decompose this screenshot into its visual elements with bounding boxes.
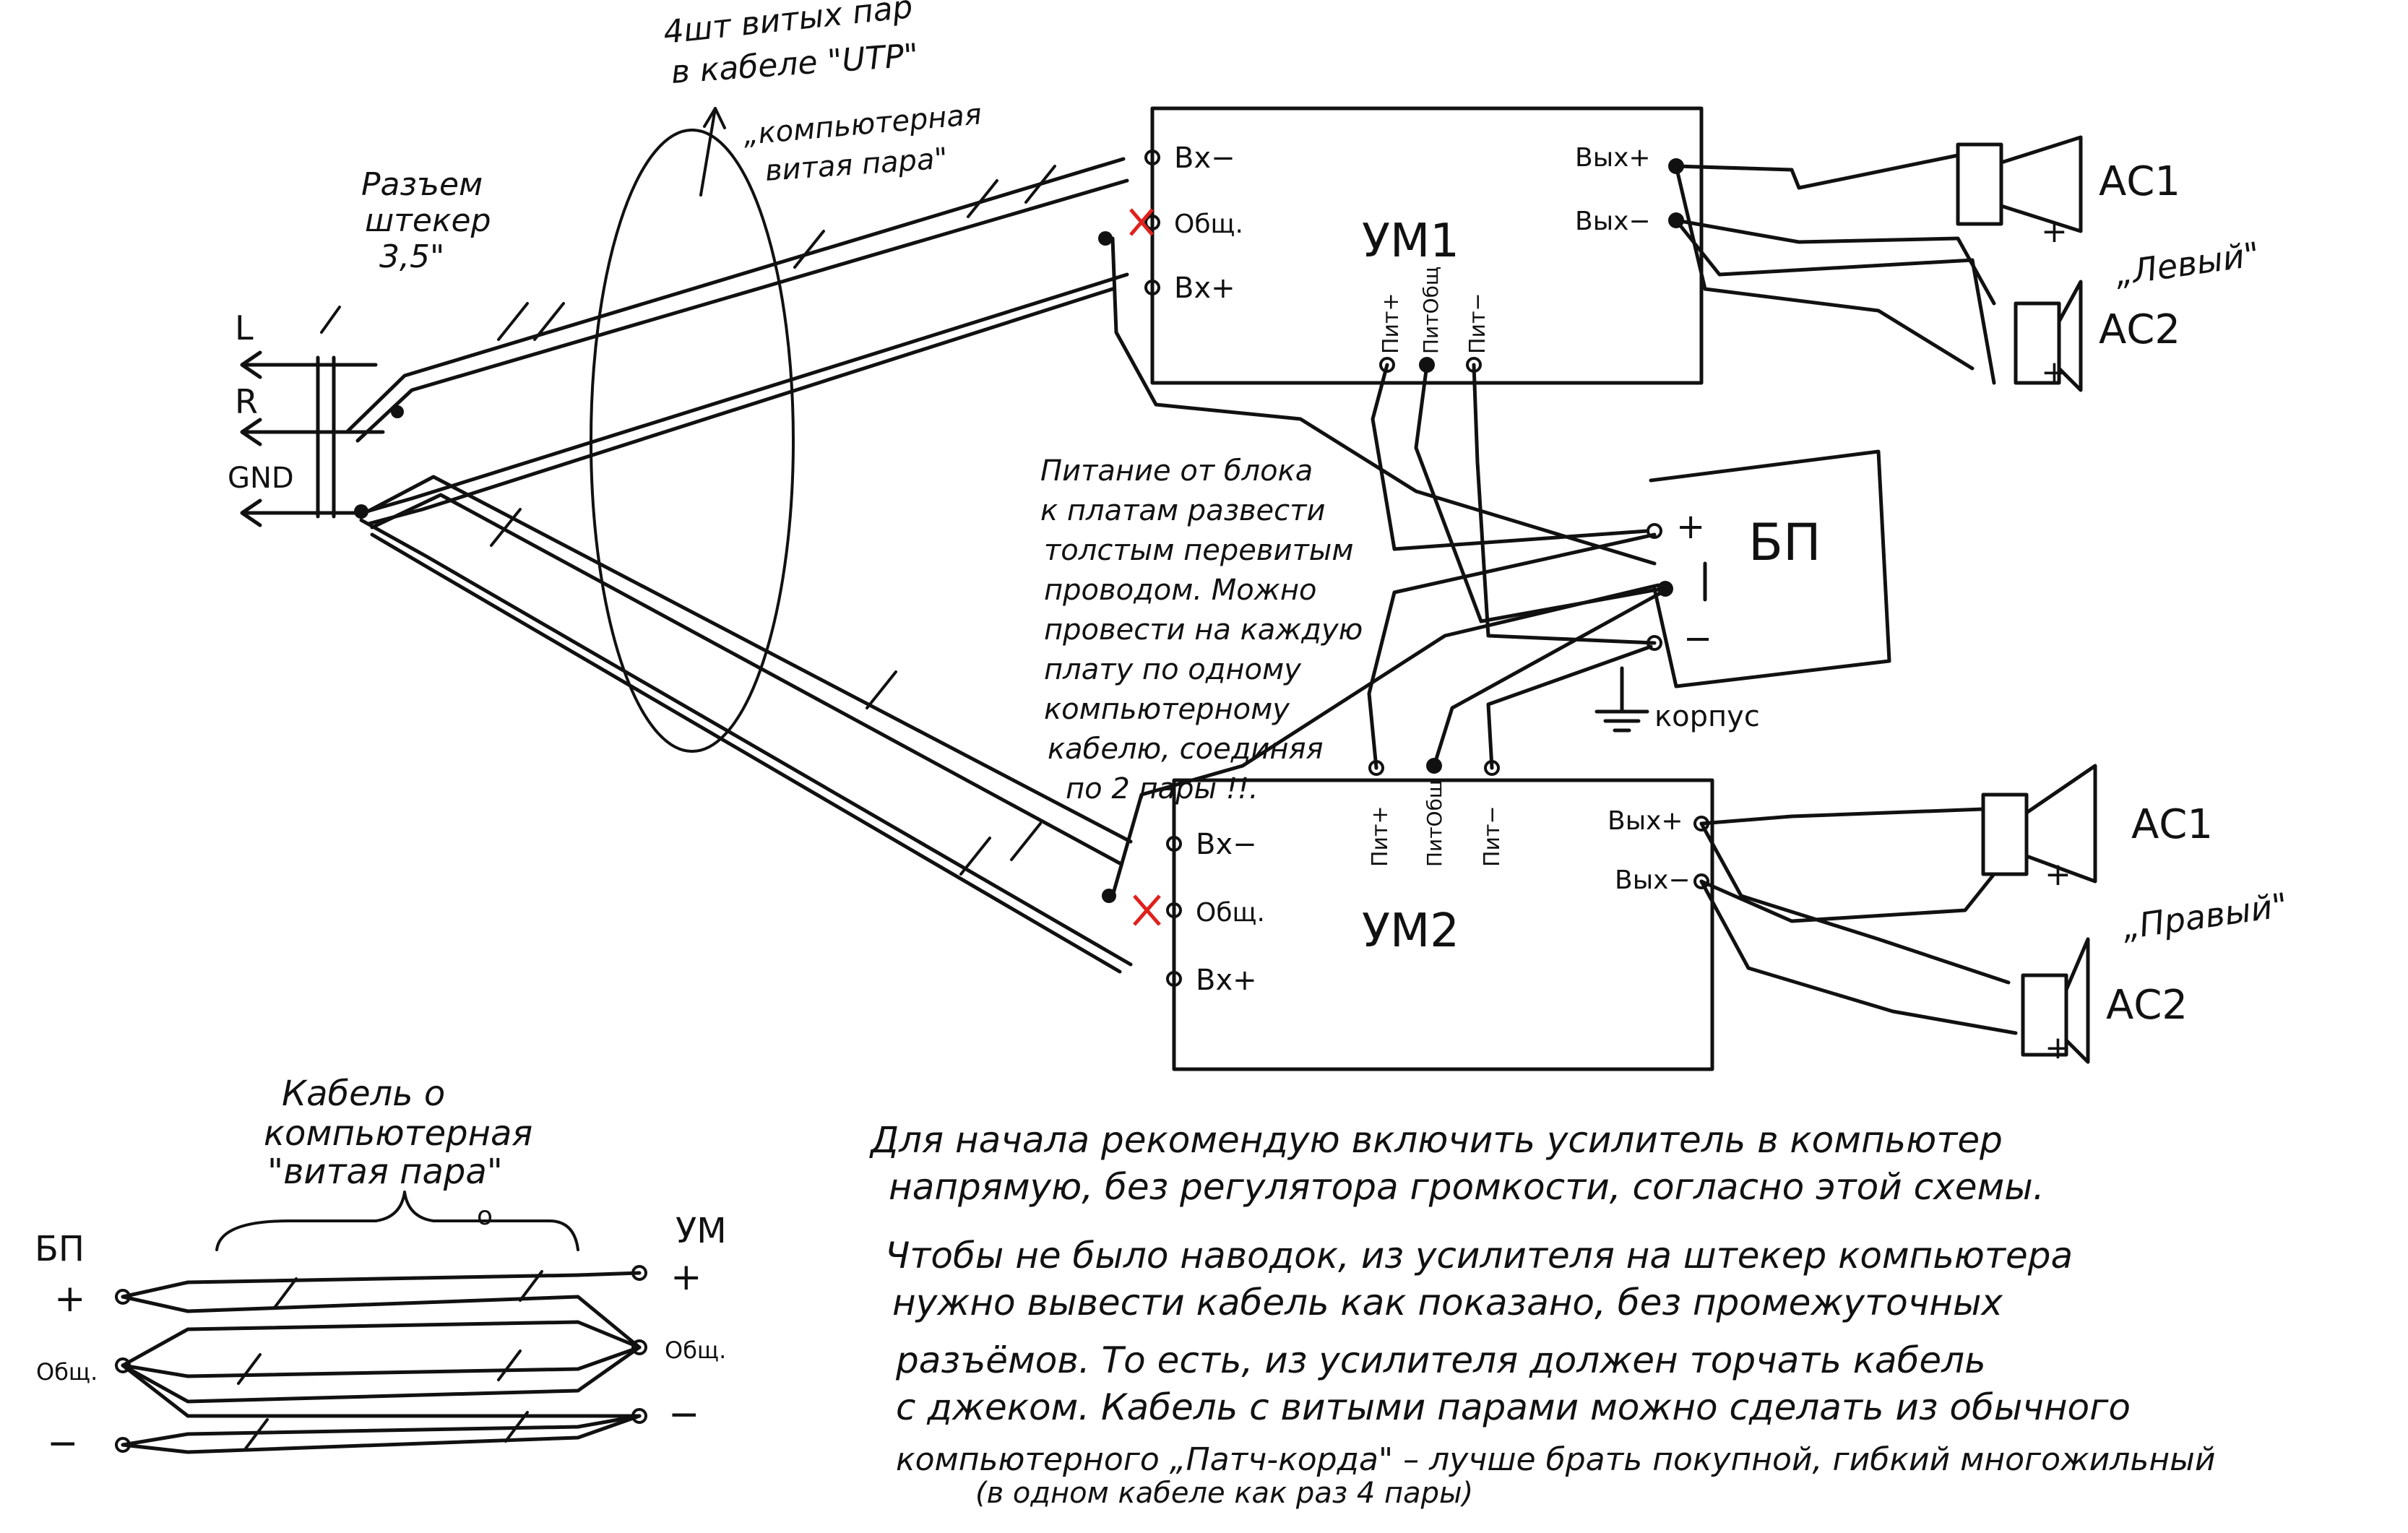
jack-connector: L R GND Разъем штекер 3,5"	[228, 166, 501, 527]
um2-out-plus: Вых+	[1608, 806, 1683, 836]
um2-title: УМ2	[1362, 904, 1459, 958]
power-note-line4: проводом. Можно	[1044, 574, 1316, 607]
legend-title3: "витая пара"	[267, 1152, 503, 1192]
pin-label-l: L	[235, 308, 254, 347]
psu-minus: −	[1683, 618, 1712, 659]
speakers-left: АС1 + АС2 + „Левый"	[1674, 135, 2262, 392]
um1-pwr-plus: Пит+	[1378, 293, 1404, 354]
bottom-note-line7: компьютерного „Патч-корда" – лучше брать…	[896, 1441, 2215, 1478]
um2-in-plus: Вх+	[1196, 964, 1257, 997]
speaker-ac1-right: АС1 +	[1981, 764, 2213, 893]
speaker-ac2-left-label: АС2	[2099, 306, 2180, 353]
twist-marks	[490, 165, 1056, 876]
um1-common: Общ.	[1174, 210, 1243, 239]
legend-head-amp: УМ	[676, 1211, 727, 1251]
power-wires	[1367, 363, 1664, 770]
bottom-note-line8: (в одном кабеле как раз 4 пары)	[975, 1477, 1473, 1510]
um2-pwr-common: ПитОбщ	[1423, 780, 1446, 867]
power-note-line6: плату по одному	[1044, 653, 1302, 686]
psu-title: БП	[1748, 513, 1821, 572]
power-note: Питание от блока к платам развести толст…	[1040, 454, 1363, 806]
power-note-line9: по 2 пары !!.	[1066, 772, 1259, 806]
cable-bundle-ellipse	[590, 129, 795, 753]
legend-right-common: Общ.	[665, 1336, 726, 1364]
um1-in-plus: Вх+	[1174, 272, 1235, 305]
um2-out-minus: Вых−	[1615, 865, 1691, 895]
legend-left-common: Общ.	[36, 1358, 98, 1386]
um1-out-minus: Вых−	[1575, 207, 1651, 236]
speaker-ac1-left: АС1 +	[1956, 135, 2180, 250]
speaker-ac2-right: АС2 +	[2021, 937, 2188, 1066]
legend-right-minus: −	[668, 1393, 700, 1436]
speaker-ac1-right-label: АС1	[2131, 801, 2213, 848]
connector-label: Разъем штекер 3,5"	[361, 166, 501, 275]
um1-pwr-common: ПитОбщ	[1419, 267, 1443, 354]
um1-out-plus: Вых+	[1575, 143, 1651, 173]
bottom-note-line6: с джеком. Кабель с витыми парами можно с…	[896, 1386, 2131, 1428]
legend-title2: компьютерная	[264, 1113, 532, 1154]
bottom-note-line2: напрямую, без регулятора громкости, согл…	[889, 1166, 2045, 1208]
power-note-line8: кабелю, соединяя	[1048, 733, 1324, 766]
cable-legend: Кабель о компьютерная "витая пара" о БП …	[35, 1074, 727, 1465]
legend-brace-mark: о	[477, 1201, 493, 1231]
bottom-note-line5: разъёмов. То есть, из усилителя должен т…	[895, 1339, 1986, 1381]
amplifier-um2: УМ2 Вх− Общ. Вх+ Вых+ Вых− Пит+ ПитОбщ П…	[1102, 758, 1714, 1071]
pin-label-gnd: GND	[228, 462, 294, 495]
legend-head-psu: БП	[35, 1229, 85, 1269]
um2-pwr-plus: Пит+	[1368, 806, 1393, 867]
bottom-note: Для начала рекомендую включить усилитель…	[869, 1119, 2215, 1510]
speaker-ac1-left-plus: +	[2041, 213, 2068, 250]
um1-in-minus: Вх−	[1174, 142, 1235, 175]
speaker-ac2-right-label: АС2	[2106, 982, 2188, 1029]
um1-title: УМ1	[1362, 215, 1459, 268]
bottom-note-line3: Чтобы не было наводок, из усилителя на ш…	[885, 1235, 2073, 1277]
um2-common: Общ.	[1196, 898, 1265, 928]
speaker-ac2-left: АС2 +	[2014, 280, 2180, 392]
power-note-line1: Питание от блока	[1040, 454, 1313, 488]
um2-pwr-minus: Пит−	[1480, 806, 1505, 867]
speaker-ac1-left-label: АС1	[2099, 158, 2180, 205]
legend-left-minus: −	[47, 1422, 79, 1465]
power-note-line3: толстым перевитым	[1044, 534, 1354, 567]
bottom-note-line4: нужно вывести кабель как показано, без п…	[892, 1282, 2003, 1323]
legend-right-plus: +	[670, 1256, 702, 1299]
amplifier-um1: УМ1 Вх− Общ. Вх+ Вых+ Вых− Пит+ ПитОбщ П…	[1098, 106, 1704, 385]
um1-pwr-minus: Пит−	[1465, 293, 1490, 354]
chassis-label: корпус	[1654, 700, 1760, 733]
legend-left-plus: +	[54, 1277, 86, 1321]
twisted-pair-cables	[345, 157, 1660, 974]
legend-title1: Кабель о	[282, 1074, 445, 1114]
psu-plus: +	[1676, 506, 1705, 547]
power-note-line7: компьютерному	[1044, 693, 1290, 726]
bottom-note-line1: Для начала рекомендую включить усилитель…	[869, 1119, 2003, 1161]
speaker-ac2-left-plus: +	[2041, 354, 2068, 391]
speaker-ac2-right-plus: +	[2045, 1029, 2071, 1066]
pin-label-r: R	[235, 382, 258, 421]
speaker-ac1-right-plus: +	[2045, 856, 2071, 893]
power-note-line2: к платам развести	[1040, 494, 1325, 527]
power-note-line5: провести на каждую	[1044, 613, 1363, 647]
um2-in-minus: Вх−	[1196, 828, 1257, 861]
